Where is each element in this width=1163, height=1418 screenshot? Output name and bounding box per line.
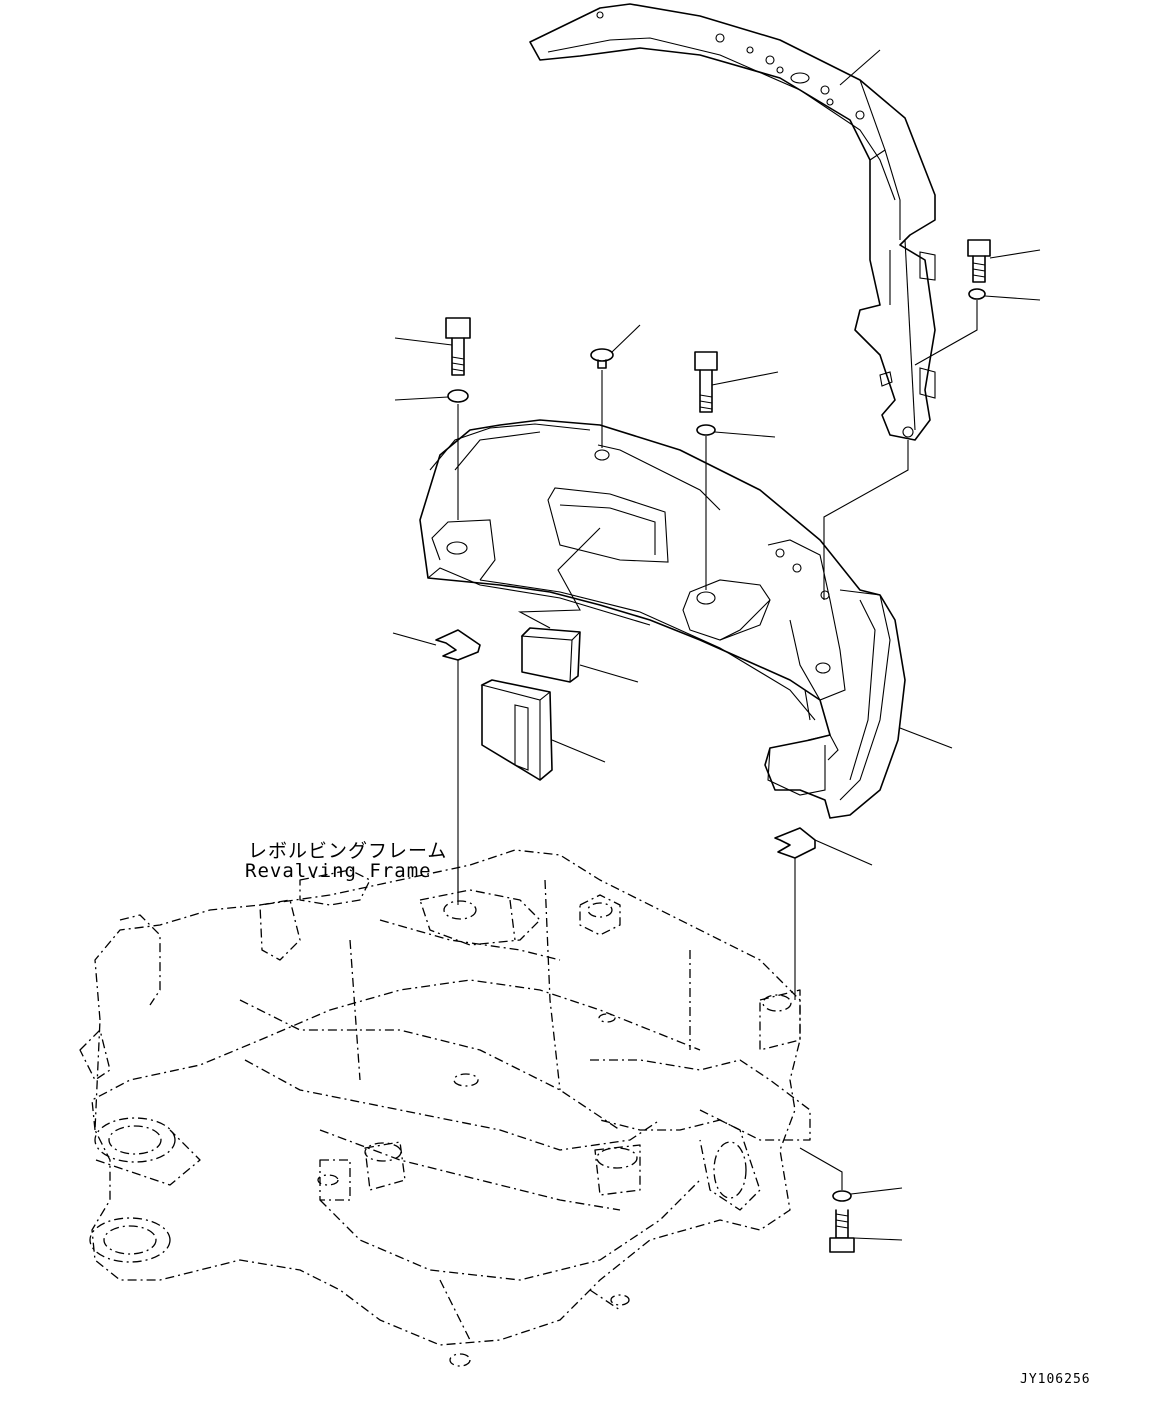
- japanese-frame-label: レボルビングフレーム: [248, 840, 448, 862]
- left-bolt: [394, 317, 471, 520]
- right-shim: [774, 727, 953, 1000]
- rubber-block: [517, 527, 639, 683]
- counterweight: [419, 419, 906, 819]
- revolving-frame: [79, 849, 811, 1367]
- english-frame-label: Revalving Frame: [245, 860, 432, 882]
- bottom-bolt: [799, 1147, 903, 1253]
- mounting-bracket: [529, 3, 936, 441]
- bracket-bolt: [823, 239, 1041, 600]
- small-screw: [590, 324, 641, 448]
- stopper-block: [480, 679, 606, 781]
- drawing-code: JY106256: [1020, 1372, 1091, 1387]
- middle-bolt: [694, 351, 779, 590]
